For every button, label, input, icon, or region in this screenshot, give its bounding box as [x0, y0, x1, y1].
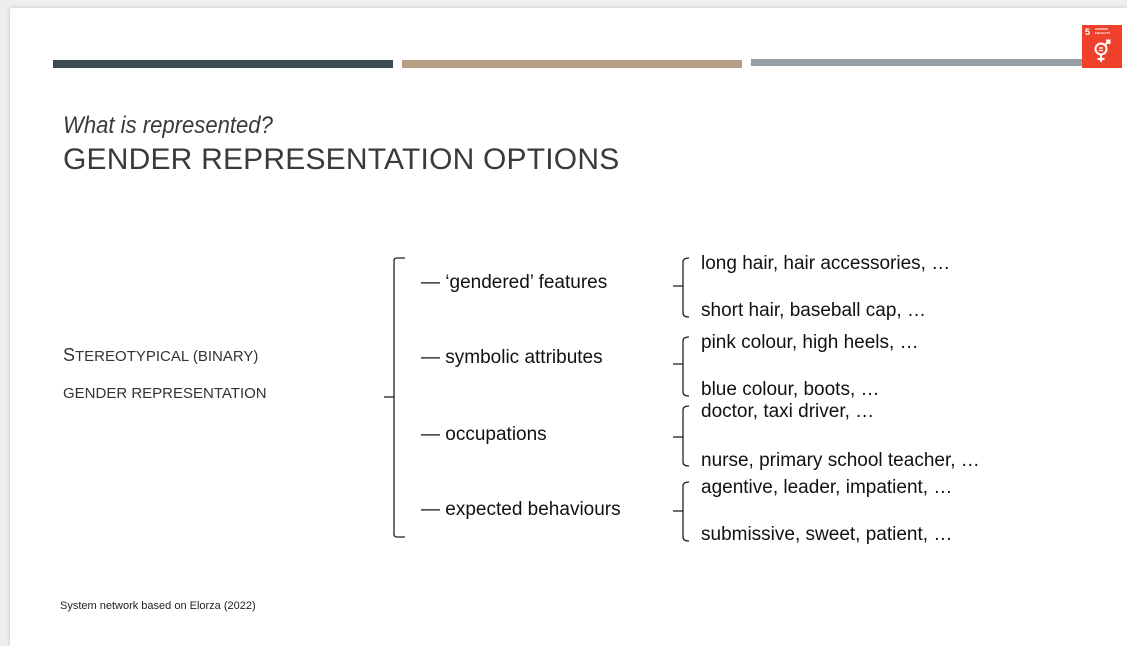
option-bracket — [673, 257, 690, 318]
option-text: blue colour, boots, … — [701, 379, 880, 400]
sdg-label: GENDER EQUALITY — [1095, 27, 1111, 35]
root-label-initial: S — [63, 345, 76, 365]
option-text: submissive, sweet, patient, … — [701, 524, 952, 545]
sdg-5-badge: 5 GENDER EQUALITY — [1082, 25, 1122, 68]
root-label-rest: TEREOTYPICAL (BINARY) — [75, 348, 259, 365]
category-label: — symbolic attributes — [421, 347, 603, 368]
option-bracket — [673, 481, 690, 542]
slide-subtitle: What is represented? — [63, 112, 273, 139]
option-text: short hair, baseball cap, … — [701, 300, 926, 321]
category-label: — expected behaviours — [421, 499, 621, 520]
option-bracket — [673, 336, 690, 397]
gender-equality-icon — [1094, 39, 1111, 62]
category-4: — expected behaviours agentive, leader, … — [421, 477, 952, 545]
header-bar-tan — [402, 60, 742, 68]
source-note: System network based on Elorza (2022) — [60, 600, 256, 612]
category-label: — ‘gendered’ features — [421, 272, 607, 293]
category-1: — ‘gendered’ features long hair, hair ac… — [421, 253, 950, 321]
root-label-line2: GENDER REPRESENTATION — [63, 385, 267, 402]
option-text: long hair, hair accessories, … — [701, 253, 950, 274]
category-3: — occupations doctor, taxi driver, … nur… — [421, 401, 980, 471]
header-bar-grey — [751, 59, 1085, 66]
category-2: — symbolic attributes pink colour, high … — [421, 332, 919, 400]
slide: 5 GENDER EQUALITY — [10, 8, 1127, 646]
header-bar-dark — [53, 60, 393, 68]
root-label-line1: STEREOTYPICAL (BINARY) — [63, 345, 258, 366]
category-label: — occupations — [421, 424, 547, 445]
option-text: pink colour, high heels, … — [701, 332, 919, 353]
option-text: agentive, leader, impatient, … — [701, 477, 952, 498]
option-text: doctor, taxi driver, … — [701, 401, 874, 422]
option-bracket — [673, 405, 690, 467]
sdg-number: 5 — [1085, 27, 1091, 37]
slide-title: GENDER REPRESENTATION OPTIONS — [63, 143, 620, 176]
option-text: nurse, primary school teacher, … — [701, 450, 980, 471]
root-bracket — [384, 257, 405, 538]
